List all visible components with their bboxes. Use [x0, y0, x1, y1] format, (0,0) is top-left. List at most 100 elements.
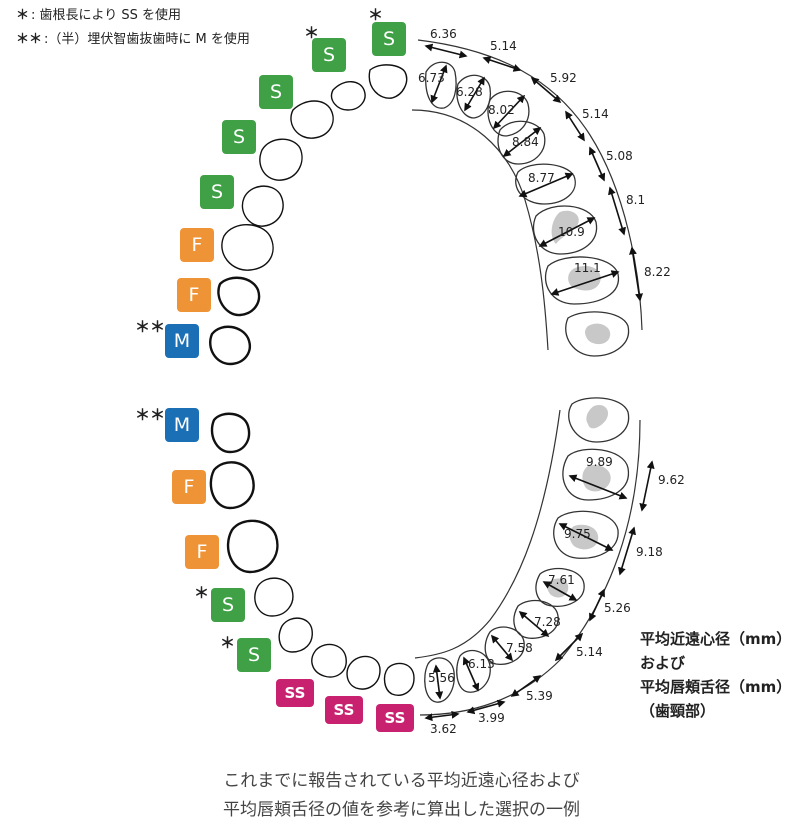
upper-ll-arrow: [588, 146, 606, 182]
lower-ll-arrow: [589, 588, 605, 622]
badge-star: ＊: [194, 584, 210, 602]
badge-ss: SS: [276, 679, 314, 707]
upper-tooth-outline: [290, 100, 334, 139]
upper-section-tooth: [456, 74, 492, 119]
lower-md-arrow: [432, 664, 444, 700]
upper-arch-outer-line: [417, 39, 643, 331]
upper-ll-arrow: [530, 76, 562, 104]
badge-s: S: [237, 638, 271, 672]
lower-ll-value: 3.62: [430, 722, 457, 736]
lower-ll-arrow: [554, 632, 584, 662]
badge-f: F: [185, 535, 219, 569]
lower-ll-value: 5.26: [604, 601, 631, 615]
lower-md-value: 6.13: [468, 657, 495, 671]
lower-md-value: 7.58: [506, 641, 533, 655]
side-label-line-4: （歯頸部）: [640, 702, 716, 720]
badge-star: ＊: [304, 24, 320, 42]
lower-ll-value: 3.99: [478, 711, 505, 725]
badge-star: ＊＊: [135, 318, 166, 336]
badge-s: S: [259, 75, 293, 109]
lower-md-arrow: [558, 523, 614, 551]
badge-s: S: [312, 38, 346, 72]
upper-md-arrow: [492, 94, 526, 130]
legend-text-2: :（半）埋伏智歯抜歯時に M を使用: [44, 32, 250, 47]
upper-ll-arrow: [565, 110, 585, 142]
upper-section-tooth: [425, 61, 457, 109]
upper-md-value: 11.1: [574, 261, 601, 275]
badge-m: M: [165, 324, 199, 358]
upper-molar-outline: [217, 276, 261, 317]
badge-star: ＊＊: [135, 406, 166, 424]
upper-md-arrow: [430, 64, 448, 104]
upper-md-arrow: [502, 127, 542, 157]
legend-line-2: ＊＊:（半）埋伏智歯抜歯時に M を使用: [16, 28, 250, 47]
lower-ll-value: 9.18: [636, 545, 663, 559]
upper-md-value: 10.9: [558, 225, 585, 239]
upper-tooth-outline: [241, 185, 284, 227]
upper-ll-arrow: [608, 186, 626, 236]
double-asterisk: ＊＊: [16, 32, 43, 47]
side-label-line-2: および: [640, 654, 686, 672]
caption-line-1: これまでに報告されている平均近遠心径および: [223, 771, 580, 791]
lower-ll-arrow: [424, 710, 460, 722]
upper-tooth-outline: [259, 138, 303, 181]
lower-md-value: 9.75: [564, 527, 591, 541]
upper-md-value: 8.02: [488, 103, 515, 117]
upper-ll-arrow: [482, 56, 522, 72]
lower-ll-arrow: [510, 675, 542, 697]
upper-md-value: 6.73: [418, 71, 445, 85]
lower-md-arrow: [462, 656, 480, 692]
badge-f: F: [172, 470, 206, 504]
upper-pulp-shape: [585, 323, 611, 345]
upper-ll-value: 5.08: [606, 149, 633, 163]
upper-md-arrow: [538, 217, 596, 247]
upper-md-arrow: [464, 76, 485, 112]
upper-ll-value: 8.1: [626, 193, 645, 207]
upper-md-arrow: [518, 172, 574, 198]
upper-md-arrow: [550, 270, 620, 296]
lower-md-arrow: [490, 634, 514, 662]
badge-f: F: [180, 228, 214, 262]
lower-ll-value: 5.39: [526, 689, 553, 703]
upper-ll-value: 6.36: [430, 27, 457, 41]
badge-star: ＊: [368, 6, 384, 24]
lower-pulp-shape: [586, 404, 609, 429]
legend-line-1: ＊: 歯根長により SS を使用: [16, 4, 181, 23]
lower-tooth-outline: [278, 617, 313, 653]
lower-md-arrow: [518, 610, 550, 638]
single-asterisk: ＊: [16, 8, 30, 23]
lower-molar-outline: [210, 412, 251, 454]
lower-tooth-outline: [254, 577, 294, 617]
upper-ll-value: 8.22: [644, 265, 671, 279]
lower-ll-arrow: [618, 526, 636, 576]
lower-md-value: 7.61: [548, 573, 575, 587]
badge-m: M: [165, 408, 199, 442]
lower-ll-value: 9.62: [658, 473, 685, 487]
upper-tooth-outline: [330, 81, 366, 111]
side-label-line-3: 平均唇頬舌径（mm）: [640, 678, 792, 696]
upper-tooth-outline: [368, 64, 408, 99]
upper-md-value: 8.77: [528, 171, 555, 185]
lower-md-arrow: [542, 581, 578, 601]
lower-section-tooth: [456, 649, 491, 693]
lower-md-value: 5.56: [428, 671, 455, 685]
badge-star: ＊: [220, 634, 236, 652]
badge-f: F: [177, 278, 211, 312]
upper-md-value: 8.84: [512, 135, 539, 149]
lower-section-tooth: [484, 626, 525, 665]
lower-ll-arrow: [639, 460, 655, 512]
upper-ll-arrow: [629, 246, 643, 302]
badge-s: S: [372, 22, 406, 56]
lower-arch-inner-line: [414, 409, 561, 659]
upper-molar-outline: [209, 325, 251, 366]
upper-arch-inner-line: [411, 109, 549, 351]
badge-s: S: [222, 120, 256, 154]
lower-ll-arrow: [466, 699, 506, 715]
lower-molar-outline: [209, 461, 255, 510]
upper-ll-arrow: [424, 43, 468, 59]
lower-tooth-outline: [383, 662, 415, 696]
side-label-line-1: 平均近遠心径（mm）: [640, 630, 792, 648]
lower-section-tooth: [424, 657, 455, 703]
upper-ll-value: 5.14: [582, 107, 609, 121]
lower-section-tooth: [568, 397, 630, 443]
